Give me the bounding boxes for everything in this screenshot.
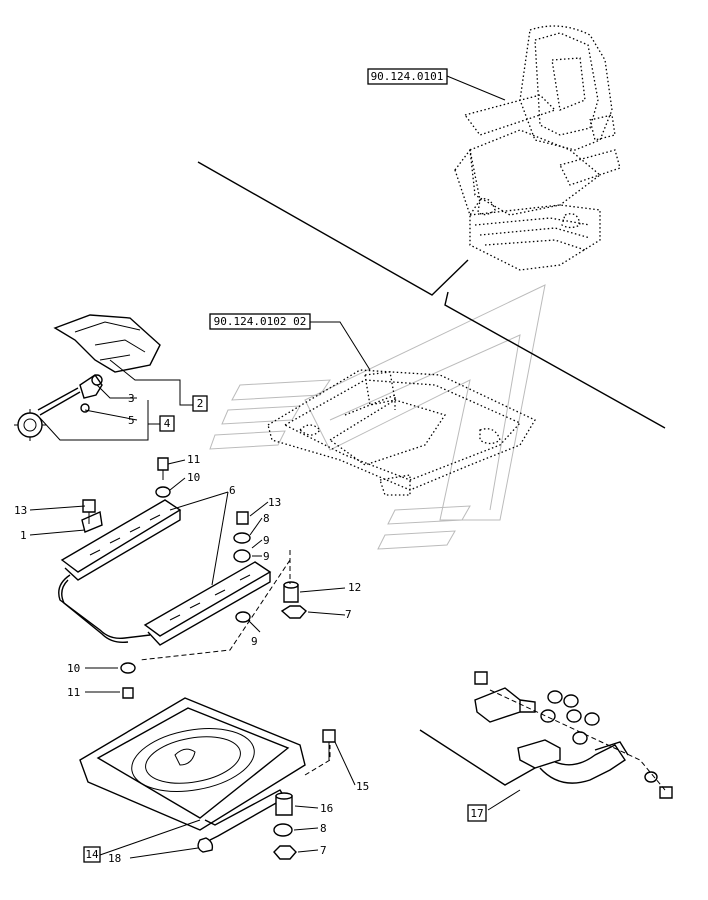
callout-8-lower: 8 xyxy=(320,822,327,835)
callout-3: 3 xyxy=(128,392,135,405)
callout-12: 12 xyxy=(348,581,361,594)
callout-6: 6 xyxy=(229,484,236,497)
callout-10-top: 10 xyxy=(187,471,200,484)
callout-14: 14 xyxy=(85,848,99,861)
callout-7-upper: 7 xyxy=(345,608,352,621)
callout-box-2 xyxy=(192,395,208,412)
separator-lines xyxy=(197,161,666,786)
ref-box-slide-plate xyxy=(209,313,311,330)
callout-17: 17 xyxy=(470,807,483,820)
callout-13-left: 13 xyxy=(14,504,27,517)
leader-lines xyxy=(29,75,521,859)
slide-plate-assembly xyxy=(267,369,536,496)
callout-4: 4 xyxy=(164,417,171,430)
seat-rails xyxy=(58,499,272,646)
fasteners xyxy=(82,457,307,699)
callout-2: 2 xyxy=(197,397,204,410)
adjuster-knob xyxy=(14,374,103,441)
callout-9-mid: 9 xyxy=(263,550,270,563)
callout-1: 1 xyxy=(20,529,27,542)
ref-seat-label: 90.124.0101 xyxy=(371,70,444,83)
seat-belt-parts xyxy=(474,671,673,799)
adjuster-cover xyxy=(53,314,161,373)
callout-8-upper: 8 xyxy=(263,512,270,525)
callout-11-top: 11 xyxy=(187,453,200,466)
ref-slide-plate-label: 90.124.0102 02 xyxy=(214,315,307,328)
ref-box-seat xyxy=(367,68,448,85)
callout-15: 15 xyxy=(356,780,369,793)
callout-16: 16 xyxy=(320,802,333,815)
callout-10-bottom: 10 xyxy=(67,662,80,675)
seat-assembly xyxy=(454,25,621,271)
callout-18: 18 xyxy=(108,852,121,865)
callout-labels: 90.124.0101 90.124.0102 02 2 4 3 5 11 10… xyxy=(14,68,487,865)
callout-13-right: 13 xyxy=(268,496,281,509)
callout-7-lower: 7 xyxy=(320,844,327,857)
callout-box-14 xyxy=(83,846,101,863)
swivel-base xyxy=(79,697,336,860)
callout-box-4 xyxy=(159,415,175,432)
callout-9-lower: 9 xyxy=(251,635,258,648)
callout-box-17 xyxy=(467,804,487,822)
callout-9-upper: 9 xyxy=(263,534,270,547)
callout-11-bottom: 11 xyxy=(67,686,80,699)
callout-5: 5 xyxy=(128,414,135,427)
